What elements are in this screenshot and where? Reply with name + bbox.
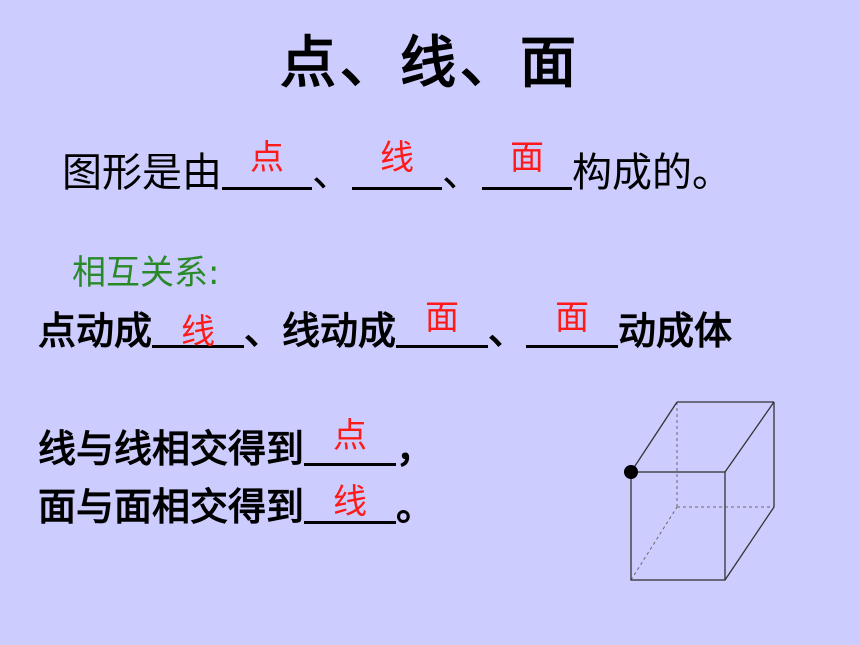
cube-hidden-edges [630,402,774,581]
motion-sentence: 点动成线、线动成面、面动成体 [38,300,732,355]
motion-part2: 、线动成 [244,309,397,353]
answer-plane: 面 [510,138,544,178]
answer-motion-3: 面 [555,298,590,338]
blank-motion-1: 线 [152,309,245,352]
blank-line: 线 [352,141,442,190]
answer-motion-2: 面 [425,298,460,338]
vertex-point [624,465,638,479]
line-intersection-sentence: 线与线相交得到点 ， [38,418,434,473]
blank-line-intersection: 点 [304,419,397,466]
blank-point: 点 [222,141,312,190]
answer-point: 点 [250,138,284,178]
plane-intersection-prefix: 面与面相交得到 [38,485,305,529]
separator: 、 [312,150,352,196]
slide-title: 点、线、面 [280,31,580,96]
answer-line: 线 [380,138,414,178]
plane-intersection-suffix: 。 [396,485,435,529]
answer-motion-1: 线 [181,312,216,352]
motion-part4: 动成体 [618,309,733,353]
sentence-prefix: 图形是由 [62,150,222,196]
plane-intersection-sentence: 面与面相交得到线。 [38,476,434,531]
blank-plane-intersection: 线 [304,482,397,524]
line-intersection-suffix: ， [396,427,435,471]
cube-visible-edges [630,401,775,581]
motion-part1: 点动成 [38,309,153,353]
line-intersection-prefix: 线与线相交得到 [38,427,305,471]
answer-plane-intersection: 线 [333,482,368,522]
separator: 、 [442,150,482,196]
motion-part3: 、 [488,309,527,353]
blank-plane: 面 [482,141,572,190]
blank-motion-2: 面 [396,301,489,348]
sentence-suffix: 构成的。 [572,150,732,196]
cube-diagram [624,401,775,581]
answer-line-intersection: 点 [333,416,368,456]
composition-sentence: 图形是由点、线、面构成的。 [62,140,732,198]
relation-label: 相互关系: [72,253,220,293]
blank-motion-3: 面 [526,301,619,348]
